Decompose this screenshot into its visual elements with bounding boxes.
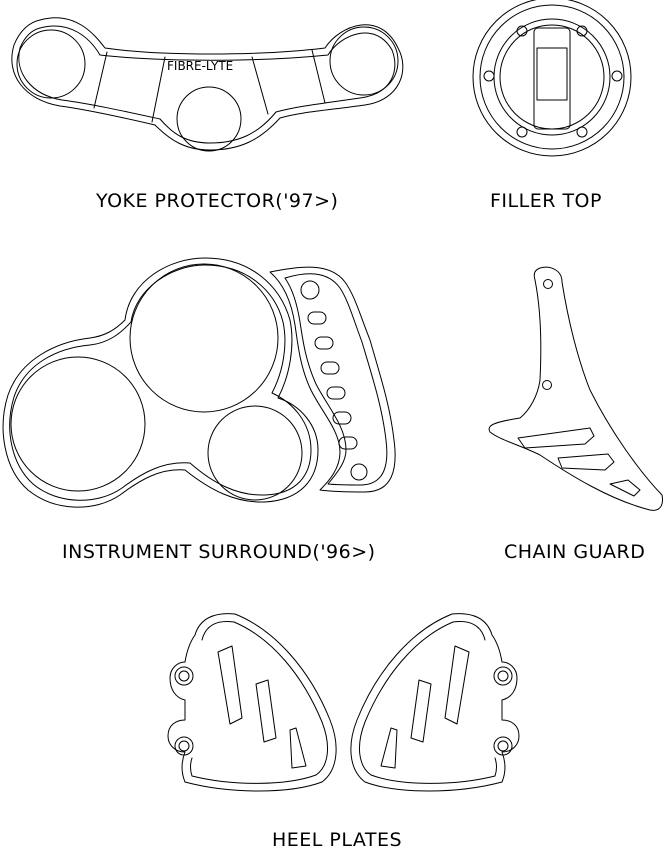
heel-plate-left-part: [167, 613, 337, 792]
label-chain-guard: CHAIN GUARD: [504, 541, 645, 563]
chain-guard-part: [488, 266, 663, 511]
filler-top-part: [472, 0, 632, 157]
label-heel-plates: HEEL PLATES: [272, 829, 402, 848]
yoke-protector-part: FIBRE-LYTE: [11, 17, 404, 152]
heel-plate-right-part: [350, 613, 520, 792]
label-instrument-surround: INSTRUMENT SURROUND('96>): [62, 541, 376, 563]
brand-text: FIBRE-LYTE: [167, 59, 233, 73]
label-yoke-protector: YOKE PROTECTOR('97>): [95, 190, 338, 212]
instrument-surround-part: [2, 257, 396, 508]
label-filler-top: FILLER TOP: [490, 190, 602, 212]
